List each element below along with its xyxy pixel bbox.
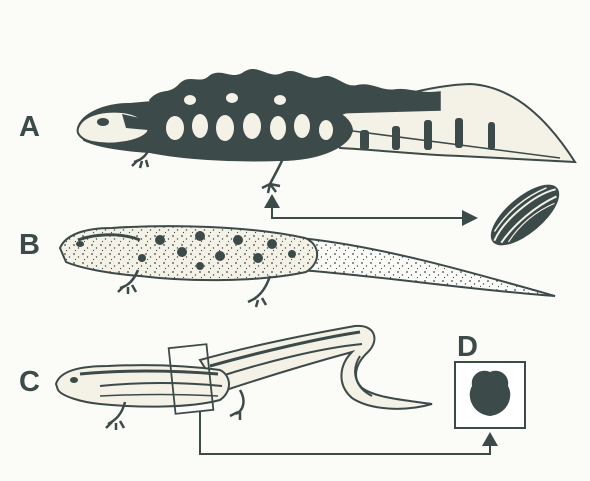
cross-section-d <box>455 362 525 428</box>
newt-a-eye <box>97 118 109 126</box>
arrowhead-up-a <box>264 194 280 208</box>
newt-c-tail <box>200 326 432 409</box>
arrowhead-up-d <box>482 432 498 446</box>
arrow-to-section <box>200 412 490 454</box>
egg-wrapped-in-leaf <box>481 174 568 256</box>
newt-c-striped <box>56 326 432 430</box>
newt-b-tail <box>300 238 555 296</box>
newt-c-hind-leg <box>230 390 243 420</box>
newt-a-crested-breeding <box>78 70 575 193</box>
arrow-to-egg <box>272 205 470 218</box>
section-shape <box>470 371 511 416</box>
newt-b-hind-leg <box>248 276 270 307</box>
newt-c-eye <box>70 377 78 383</box>
newt-b-spotted <box>60 226 555 307</box>
newt-b-eye <box>76 241 84 247</box>
